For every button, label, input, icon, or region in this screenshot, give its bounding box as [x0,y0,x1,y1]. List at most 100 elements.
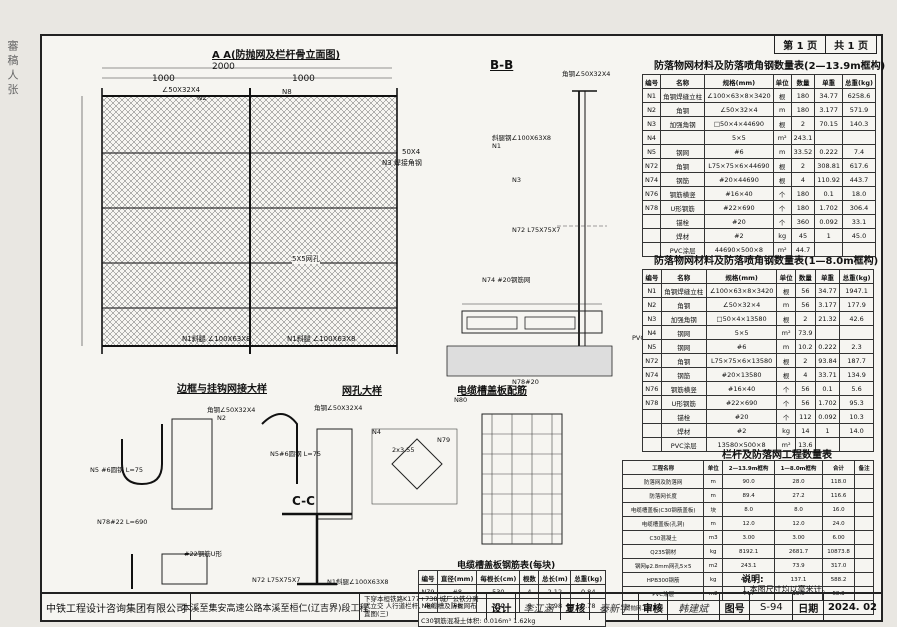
column-header: 单位 [703,460,724,475]
table-cell: 73.9 [794,325,816,340]
margin-stamp-text: 審 稿 人 张 [6,40,19,95]
table-cell: 180 [790,200,816,215]
table-cell: 钢网 [660,144,706,159]
table-cell: 个 [772,200,792,215]
details-drawing [121,413,563,589]
table-cell: 56 [794,283,816,298]
table-cell: 角钢 [660,297,707,312]
table-cell: ∠50×32×4 [704,102,774,117]
table-cell [642,437,662,452]
table-cell: #2 [705,423,778,438]
wire-detail-title: 边框与挂钩网接大样 [177,384,267,395]
page-indicator: 第 1 页 共 1 页 [774,35,877,54]
table-cell: 10873.8 [821,544,856,559]
table-cell: 2681.7 [774,544,823,559]
table-cell: 28.0 [774,474,823,489]
table-cell: 12.0 [722,516,776,531]
table-cell: #20 [704,214,774,229]
cover-footer: C30钢筋混凝土体积: 0.016m³ 1.62kg [418,612,606,627]
table-cell: 180 [790,186,816,201]
elev-label-7: N1斜腿 ∠100X63X8 [182,335,251,343]
mesh-detail-title: 网孔大样 [342,386,382,397]
table-cell: 电缆槽盖板(C30钢筋盖板) [621,502,705,517]
table-cell: 177.9 [839,297,874,312]
table-cell [842,242,876,257]
table-cell: 0.222 [814,339,841,354]
elev-label-3: N8 [282,88,292,96]
table-cell: 0.092 [814,214,844,229]
table-cell: 95.3 [839,395,874,410]
table-cell: N72 [642,353,662,368]
table-cell [854,544,874,559]
table-cell: 6.00 [821,530,856,545]
table-cell: N4 [642,325,662,340]
table-header-row: 编号名称规格(mm)单位数量单重总重(kg) [642,269,874,284]
table-cell: 42.6 [839,311,874,326]
table-cell: #16×40 [704,186,774,201]
elev-label-8: N1斜腿 ∠100X63X8 [287,335,356,343]
table-cell: 5×5 [705,325,778,340]
table-cell: 3.00 [722,530,776,545]
table-cell: N1 [642,283,662,298]
detail-label-3: N5 #6圆钢 L=75 [90,466,144,474]
cover-th: 总长(m) [538,570,572,585]
table-cell: 根 [776,353,796,368]
column-header: 编号 [642,269,662,284]
table-cell: 角钢 [660,353,707,368]
table-cell [854,474,874,489]
table-cell: 13580×500×8 [705,437,778,452]
table-cell [641,214,662,229]
table-cell: 2 [794,311,816,326]
table-cell: m [776,339,796,354]
table-cell: 1.702 [814,395,841,410]
table-cell: 24.0 [821,516,856,531]
table-cell [839,437,874,452]
table-cell: 6258.6 [842,88,876,103]
elev-label-5: N3 焊接角钢 [382,159,422,167]
cover-th: 直径(mm) [437,570,478,585]
drawing-sheet: 第 1 页 共 1 页 A A(防抛网及栏杆骨立面图) 2000 1000 10… [40,34,886,627]
table-cell: 个 [776,395,796,410]
detail-label-10: N4 [372,428,381,436]
table-cell: 112 [794,409,816,424]
table-cell: N76 [642,381,662,396]
dim-half-left: 1000 [152,74,175,84]
table-cell [854,558,874,573]
table-row: 防抛网工程数量 [622,600,874,615]
table-cell [842,130,876,145]
table-cell: 3.00 [774,530,823,545]
column-header: 单位 [776,269,796,284]
detail-label-14: N1斜腿∠100X63X8 [327,578,389,586]
table-cell: 116.6 [821,488,856,503]
table-cell: 56 [794,297,816,312]
table-cell: 10.3 [839,409,874,424]
detail-label-11: N80 [454,396,468,404]
table-cell: m [776,297,796,312]
table-cell: 0.1 [814,381,841,396]
table-cell: 8.0 [722,502,776,517]
table-cell: 2 [794,353,816,368]
bb-label-3: N1 [492,142,501,150]
table-cell: N1 [641,88,662,103]
table1-title: 防落物网材料及防落喷角钢数量表(2—13.9m框构) [654,61,886,72]
table-cell: 70.15 [814,116,844,131]
table-cell [854,502,874,517]
table-cell: 3.177 [814,297,841,312]
date-value: 2024. 02 [827,601,877,613]
table-cell: kg [772,228,792,243]
